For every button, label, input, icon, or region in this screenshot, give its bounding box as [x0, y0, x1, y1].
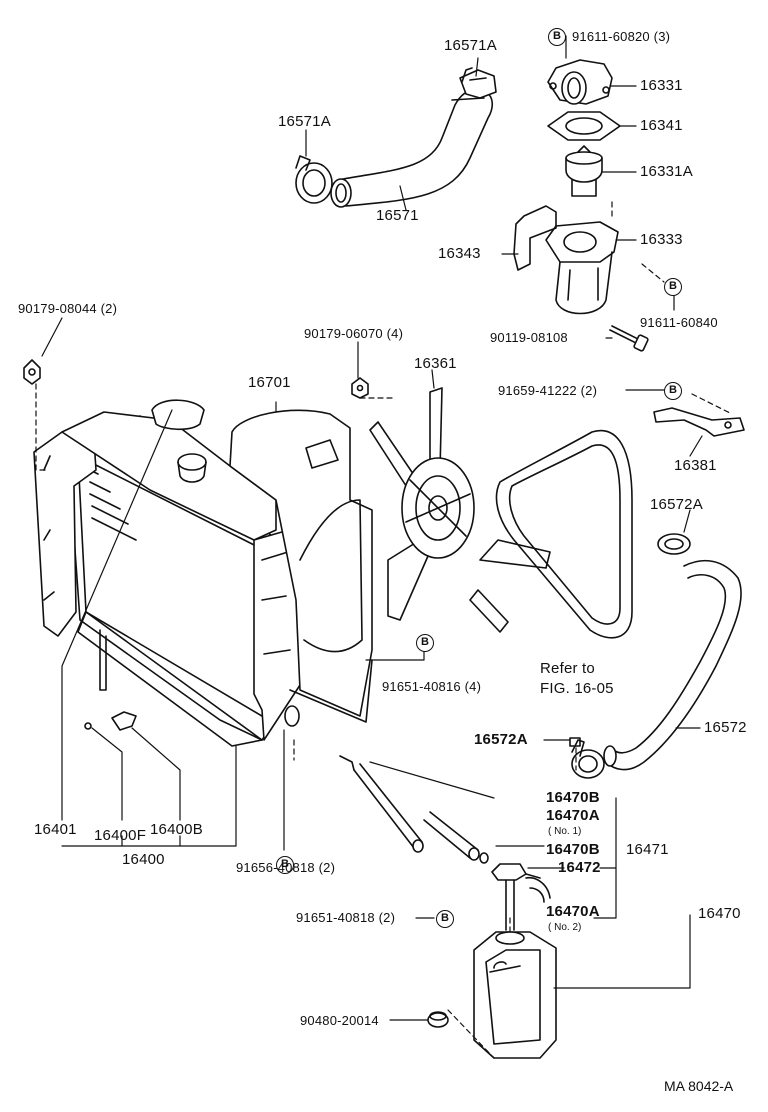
clamp-16470B — [479, 852, 489, 864]
note-no2: ( No. 2) — [548, 922, 582, 933]
figure-reference: FIG. 16-05 — [540, 680, 614, 697]
hose-clamp-lower-mid — [569, 737, 605, 779]
label-16400F: 16400F — [94, 827, 147, 844]
thermostat-housing-16333 — [545, 221, 619, 315]
overflow-hose-16470A-no2 — [525, 876, 551, 903]
label-90179-06070: 90179-06070 (4) — [304, 326, 404, 341]
v-belt — [495, 429, 633, 639]
label-16470A-no2: 16470A — [546, 903, 600, 920]
overflow-hose-16470A-no1 — [423, 811, 480, 861]
label-16572: 16572 — [704, 719, 747, 736]
label-16400B: 16400B — [150, 821, 203, 838]
overflow-hose-16470B — [339, 755, 424, 853]
label-16470A-no1: 16470A — [546, 807, 600, 824]
reservoir-cap-16472 — [491, 863, 541, 931]
label-16470: 16470 — [698, 905, 741, 922]
leader-lines — [41, 35, 703, 1021]
label-16401: 16401 — [34, 821, 77, 838]
label-90480-20014: 90480-20014 — [300, 1013, 379, 1028]
label-16572A-mid: 16572A — [474, 731, 528, 748]
label-16400: 16400 — [122, 851, 165, 868]
label-16572A-top: 16572A — [650, 496, 703, 513]
reservoir-tank — [473, 931, 557, 1059]
label-16571: 16571 — [376, 207, 419, 224]
fan-16361 — [369, 387, 551, 633]
dashed-assembly-lines — [35, 201, 733, 1059]
hose-clamp-upper — [459, 67, 497, 99]
fan-shroud-16701 — [229, 409, 373, 723]
label-16470B-top: 16470B — [546, 789, 600, 806]
label-16343: 16343 — [438, 245, 481, 262]
label-16470B-mid: 16470B — [546, 841, 600, 858]
diagram-code: MA 8042-A — [664, 1078, 734, 1094]
label-90179-08044: 90179-08044 (2) — [18, 301, 118, 316]
bolt-marker: B — [416, 634, 434, 652]
label-91656-40818: 91656-40818 (2) — [236, 860, 336, 875]
label-16571A-left: 16571A — [278, 113, 331, 130]
label-91659-41222: 91659-41222 (2) — [498, 383, 598, 398]
bolt-marker: B — [664, 382, 682, 400]
label-16701: 16701 — [248, 374, 291, 391]
label-16471: 16471 — [626, 841, 669, 858]
upper-hose — [330, 88, 494, 208]
thermostat-16331A — [565, 145, 603, 197]
label-91651-40818: 91651-40818 (2) — [296, 910, 396, 925]
bolt-marker: B — [276, 856, 294, 874]
label-90119-08108: 90119-08108 — [490, 330, 568, 345]
gasket-16343 — [513, 205, 557, 271]
label-16381: 16381 — [674, 457, 717, 474]
bolt-marker: B — [548, 28, 566, 46]
label-16331: 16331 — [640, 77, 683, 94]
label-16361: 16361 — [414, 355, 457, 372]
water-outlet-16331 — [547, 59, 613, 105]
label-16571A-top: 16571A — [444, 37, 497, 54]
label-16333: 16333 — [640, 231, 683, 248]
note-no1: ( No. 1) — [548, 826, 582, 837]
label-16331A: 16331A — [640, 163, 693, 180]
label-91611-60840: 91611-60840 — [640, 315, 718, 330]
label-91611-60820: 91611-60820 (3) — [572, 29, 671, 44]
bolt-90179-08044 — [23, 359, 41, 385]
label-16472: 16472 — [558, 859, 601, 876]
label-91651-40816: 91651-40816 (4) — [382, 679, 482, 694]
bolt-90119-08108 — [609, 325, 649, 352]
lower-hose-16572 — [603, 559, 742, 771]
gasket-16341 — [547, 111, 621, 141]
bolt-90179-06070 — [351, 377, 369, 399]
refer-to-text: Refer to — [540, 660, 595, 677]
bolt-marker: B — [664, 278, 682, 296]
bracket-16381 — [653, 407, 745, 437]
hose-clamp-lower-top — [657, 533, 691, 555]
cap-90480-20014 — [427, 1011, 449, 1028]
bolt-marker: B — [436, 910, 454, 928]
hose-clamp-left — [295, 155, 333, 204]
label-16341: 16341 — [640, 117, 683, 134]
